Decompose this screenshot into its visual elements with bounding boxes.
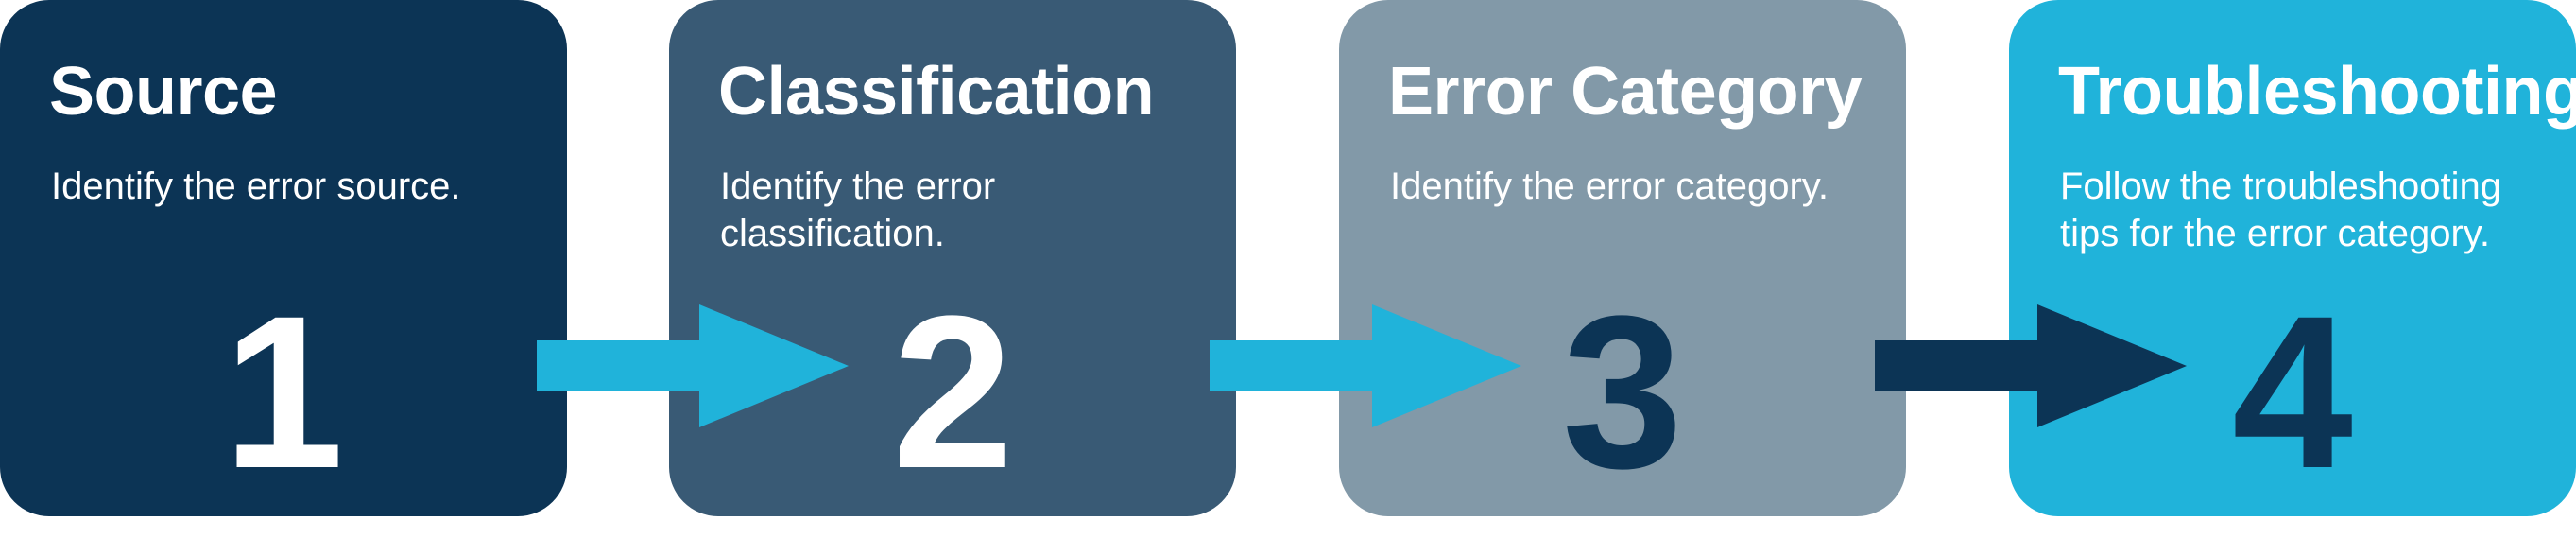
step-title: Classification (718, 54, 1155, 130)
step-description: Identify the error category. (1390, 165, 1829, 207)
step-description: Identify the error source. (51, 165, 461, 207)
step-description: Follow the troubleshooting tips for the … (2060, 165, 2501, 254)
step-title: Source (49, 54, 278, 130)
step-number: 3 (1562, 270, 1683, 513)
step-card-source: Source Identify the error source. 1 (0, 0, 567, 516)
step-title: Troubleshooting (2058, 54, 2576, 130)
step-card-error-category: Error Category Identify the error catego… (1339, 0, 1906, 516)
step-card-classification: Classification Identify the error classi… (669, 0, 1236, 516)
step-number: 4 (2232, 270, 2353, 513)
step-title: Error Category (1388, 54, 1863, 130)
step-card-troubleshooting: Troubleshooting Follow the troubleshooti… (2009, 0, 2576, 516)
step-number: 1 (223, 270, 344, 513)
step-description: Identify the error classification. (720, 165, 996, 254)
step-number: 2 (892, 270, 1013, 513)
